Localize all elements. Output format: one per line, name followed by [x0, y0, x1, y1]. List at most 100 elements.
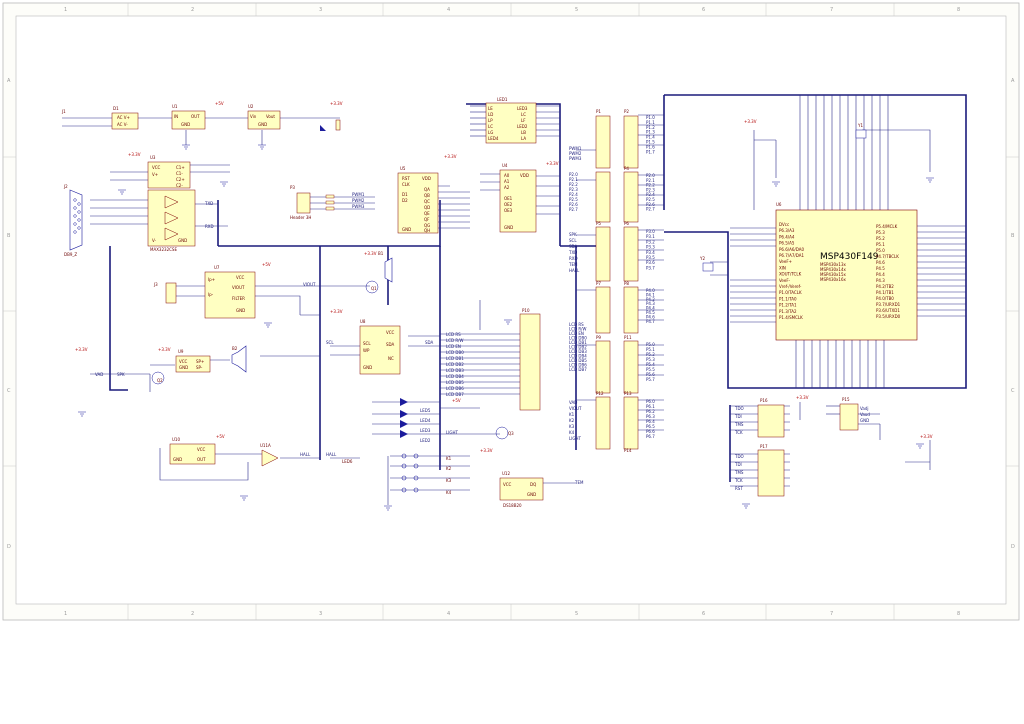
- p10-ref: P10: [522, 308, 530, 313]
- connector-labels: P1 P2 P4 P5 P6 P7 P8 P9 P11 P12 P13 P10 …: [522, 109, 850, 453]
- power-33v-label-u4: +3.3V: [546, 161, 559, 166]
- power-33v-label-u5: +3.3V: [444, 154, 457, 159]
- port-label-p5_ports-4: P5.4: [646, 362, 655, 367]
- lcd-port-net-9: LCD DB6: [569, 363, 587, 368]
- u3-pin-c2plus: C2+: [176, 177, 185, 182]
- col-label-top-2: 2: [191, 7, 194, 13]
- u8-ref: U8: [360, 319, 366, 324]
- u5-pin-qb: QB: [424, 193, 430, 198]
- port-label-p4_ports-2: P4.2: [646, 297, 655, 302]
- power-33v-label-mcu: +3.3V: [744, 119, 757, 124]
- u3-pin-c1plus: C1+: [176, 165, 185, 170]
- lcd-port-net-10: LCD DB7: [569, 367, 587, 372]
- lcd-port-net-6: LCD DB3: [569, 349, 587, 354]
- p4-left-net-5: P2.5: [569, 197, 578, 202]
- port-label-p4_ports-0: P4.0: [646, 288, 655, 293]
- port-label-p3_ports-3: P3.3: [646, 245, 655, 250]
- mcu-left-pin-5: P6.7/A7/DA1: [779, 253, 804, 258]
- max3232-block: U3 VCC V+ C1+ C1- C2+ C2- V- GND MAX3232…: [128, 152, 214, 252]
- u4-pin-oe3: OE3: [504, 208, 513, 213]
- led6-ref: LED6: [342, 459, 353, 464]
- port-label-p6_ports-6: P6.6: [646, 429, 655, 434]
- u5-pin-qd: QD: [424, 205, 430, 210]
- net-scl: SCL: [326, 340, 334, 345]
- p5-net-3: TXD: [568, 250, 577, 255]
- key-k4: K4: [446, 490, 452, 495]
- led1-pin-led2: LED2: [517, 124, 528, 129]
- port-label-p5_ports-7: P5.7: [646, 377, 655, 382]
- power-5v-label-leds: +5V: [452, 398, 461, 403]
- lcd-net-3: LCD DB0: [446, 350, 464, 355]
- port-label-p1_ports-5: P1.5: [646, 140, 655, 145]
- port-label-p5_ports-3: P5.3: [646, 357, 655, 362]
- port-label-p5_ports-2: P5.2: [646, 352, 655, 357]
- signal-wires: [62, 95, 966, 505]
- p13-ref: P13: [624, 391, 632, 396]
- lcd-port-net-4: LCD DB1: [569, 340, 587, 345]
- net-hall-a: HALL: [300, 452, 311, 457]
- b2-ref: B2: [232, 346, 238, 351]
- mcu-left-pin-10: Vref-/Veref-: [779, 284, 802, 289]
- port-label-p3_ports-1: P3.1: [646, 234, 655, 239]
- net-sda: SDA: [425, 340, 434, 345]
- port-label-p6_ports-3: P6.3: [646, 414, 655, 419]
- mcu-right-pin-3: P5.1: [876, 242, 885, 247]
- mcu-right-pin-7: P4.5: [876, 266, 885, 271]
- u3-part: MAX3232CSE: [150, 247, 177, 252]
- lcd-net-7: LCD DB4: [446, 374, 464, 379]
- jtag-a-0: TDO: [734, 406, 744, 411]
- port-label-p1_ports-4: P1.4: [646, 135, 655, 140]
- port-label-p1_ports-2: P1.2: [646, 125, 655, 130]
- net-hall-b: HALL: [326, 452, 337, 457]
- row-label-left-b: B: [7, 233, 11, 239]
- mcu-left-pin-9: VeeF-: [779, 278, 791, 283]
- u7-pin-vcc: VCC: [236, 275, 245, 280]
- d1-pin-out: AC V-: [117, 122, 128, 127]
- u1-out: OUT: [191, 114, 200, 119]
- power-33v-label-rst: +3.3V: [920, 434, 933, 439]
- u2-vin: Vin: [250, 114, 257, 119]
- u7-pin-ipplus: Ip+: [208, 277, 215, 282]
- p8-ref: P8: [624, 281, 629, 286]
- port-label-p4_ports-5: P4.5: [646, 310, 655, 315]
- u10-pin-gnd: GND: [173, 457, 182, 462]
- jtag-b-1: TDI: [734, 462, 742, 467]
- y2-ref: Y2: [699, 256, 705, 261]
- mcu-right-pin-8: P4.4: [876, 272, 885, 277]
- lcd-net-9: LCD DB6: [446, 386, 464, 391]
- d1-ref: D1: [113, 106, 119, 111]
- mcu-left-pin-14: P1.3/TA2: [779, 309, 797, 314]
- col-label-top-3: 3: [319, 7, 322, 13]
- net-led4: LED4: [420, 418, 431, 423]
- lcd-port-net-8: LCD DB5: [569, 358, 587, 363]
- p11-ref: P11: [624, 335, 632, 340]
- u5-ref: U5: [400, 166, 406, 171]
- mcu-left-pin-7: XIN: [779, 265, 786, 270]
- mcu-part-name: MSP430F149: [820, 252, 879, 262]
- led1-ref: LED1: [497, 97, 508, 102]
- b1-ref: B1: [378, 251, 384, 256]
- db9-connector: J2 DB9_Z: [63, 184, 83, 257]
- p6-ref: P6: [624, 221, 629, 226]
- u5-pin-qa: QA: [424, 187, 430, 192]
- u5-pin-d1: D1: [402, 192, 408, 197]
- p15-pin-vaud: Vaud: [860, 412, 870, 417]
- u8-pin-sda: SDA: [386, 342, 395, 347]
- p4-ref: P4: [624, 166, 629, 171]
- u9-pin-gnd: GND: [179, 365, 188, 370]
- mcu-right-pin-14: P3.6/UTXD1: [876, 308, 900, 313]
- u1-in: IN: [174, 114, 178, 119]
- power-33v-label-u12: +3.3V: [480, 448, 493, 453]
- port-label-p1_ports-1: P1.1: [646, 120, 655, 125]
- jtag-a-2: TMS: [734, 422, 744, 427]
- port-label-p6_ports-2: P6.2: [646, 409, 655, 414]
- u3-pin-c1minus: C1-: [176, 171, 183, 176]
- p4-left-net-3: P2.3: [569, 187, 578, 192]
- port-label-p6_ports-1: P6.1: [646, 404, 655, 409]
- p4-left-net-1: P2.1: [569, 177, 578, 182]
- port-label-p6_ports-0: P6.0: [646, 399, 655, 404]
- power-5v-label-u7: +5V: [262, 262, 271, 267]
- u9-ref: U9: [178, 349, 184, 354]
- lcd-port-net-5: LCD DB2: [569, 345, 587, 350]
- mcu-sub-1: MSP430x13x: [820, 262, 846, 267]
